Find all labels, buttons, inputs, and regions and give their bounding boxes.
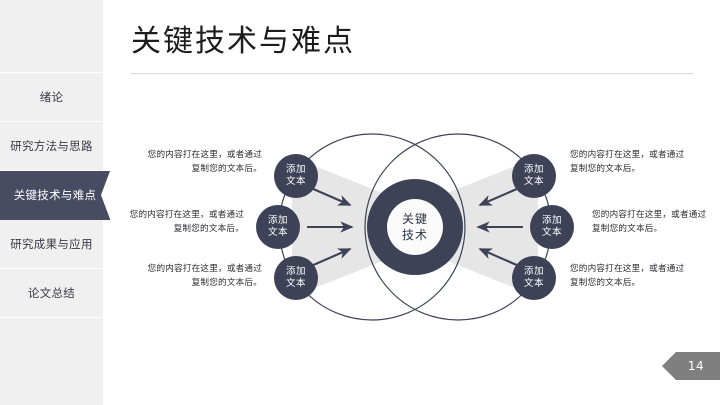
sidebar-item-label: 论文总结 xyxy=(27,286,76,300)
sidebar-item-label: 研究方法与思路 xyxy=(10,139,93,153)
sidebar-item-xulun[interactable]: 绪论 xyxy=(0,72,103,122)
wedge-shapes xyxy=(292,157,538,297)
sidebar-item-lunwenzongjie[interactable]: 论文总结 xyxy=(0,269,103,318)
bubble-right-middle xyxy=(530,205,574,249)
sidebar-nav: 绪论 研究方法与思路 关键技术与难点 研究成果与应用 论文总结 xyxy=(0,72,110,318)
flow-arrows-left xyxy=(307,187,354,267)
sidebar-item-label: 关键技术与难点 xyxy=(13,188,97,202)
core-donut xyxy=(367,179,463,275)
caption-right-top: 您的内容打在这里，或者通过复制您的文本后。 xyxy=(570,150,685,174)
sidebar-item-label: 绪论 xyxy=(39,90,64,104)
sidebar: 绪论 研究方法与思路 关键技术与难点 研究成果与应用 论文总结 xyxy=(0,0,110,405)
sidebar-item-yanjiuchengguo[interactable]: 研究成果与应用 xyxy=(0,220,103,269)
bubble-left-middle xyxy=(256,205,300,249)
sidebar-item-yanjiufangfa[interactable]: 研究方法与思路 xyxy=(0,122,103,171)
bubble-right-top xyxy=(512,154,556,198)
core-label: 关键 技术 xyxy=(401,212,428,242)
page-number-badge: 14 xyxy=(662,352,720,380)
bubble-right-bottom xyxy=(512,256,556,300)
flow-arrows-right xyxy=(476,187,523,267)
bubble-left-top xyxy=(274,154,318,198)
caption-left-middle: 您的内容打在这里，或者通过复制您的文本后。 xyxy=(129,210,244,234)
page-title: 关键技术与难点 xyxy=(131,24,355,59)
caption-right-middle: 您的内容打在这里，或者通过复制您的文本后。 xyxy=(592,210,707,234)
caption-right-bottom: 您的内容打在这里，或者通过复制您的文本后。 xyxy=(570,264,685,288)
sidebar-item-guanjianjishu[interactable]: 关键技术与难点 xyxy=(0,171,110,220)
caption-left-bottom: 您的内容打在这里，或者通过复制您的文本后。 xyxy=(147,264,262,288)
satellite-bubbles xyxy=(256,154,574,300)
caption-left-top: 您的内容打在这里，或者通过复制您的文本后。 xyxy=(147,150,262,174)
chevron-left-icon xyxy=(101,171,110,219)
sidebar-item-label: 研究成果与应用 xyxy=(10,237,93,251)
title-divider xyxy=(131,73,693,74)
bubble-left-bottom xyxy=(274,256,318,300)
